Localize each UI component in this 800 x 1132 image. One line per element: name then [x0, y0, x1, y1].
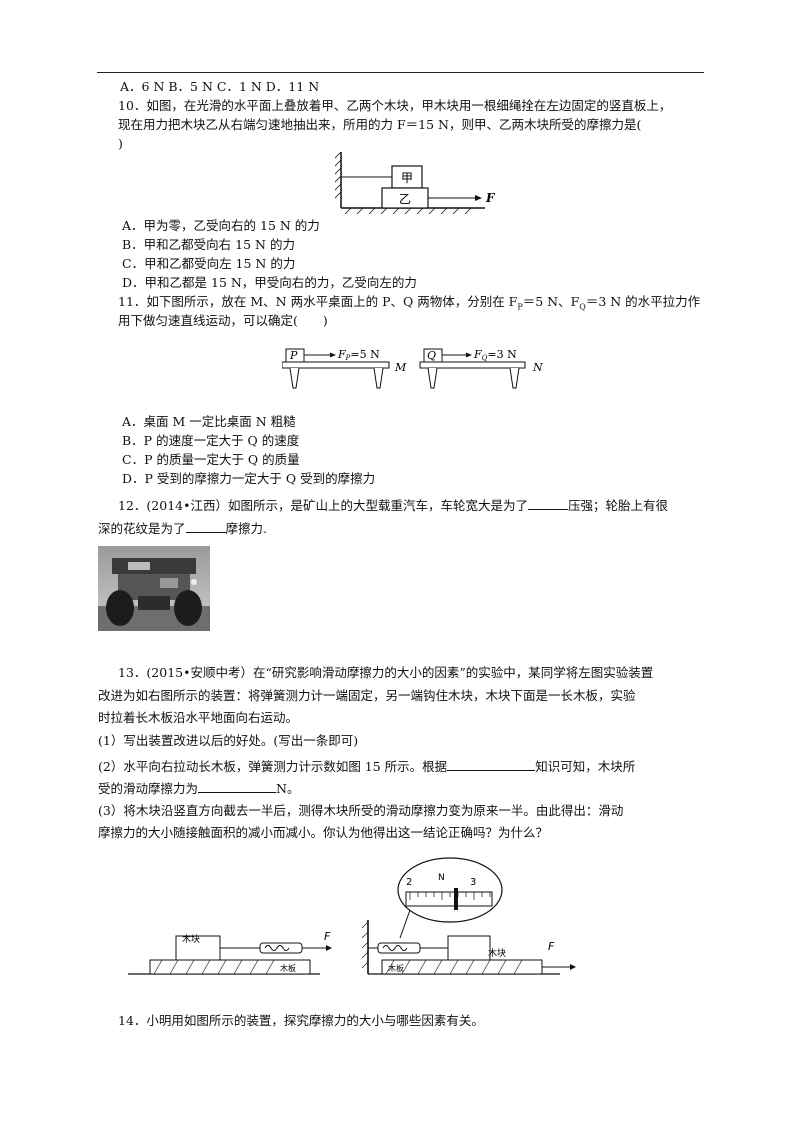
force-arrow-icon: [475, 195, 482, 201]
right-board-label: 木板: [388, 963, 404, 973]
left-board: [149, 959, 311, 975]
q13-blank-2[interactable]: [198, 780, 277, 793]
q11-option-a: A．桌面 M 一定比桌面 N 粗糙: [122, 414, 296, 429]
block-yi-label: 乙: [399, 192, 411, 206]
q12-line2: 深的花纹是为了摩擦力.: [98, 520, 267, 536]
q10-figure: 甲 乙 F: [335, 151, 496, 214]
q10-line3: ): [118, 136, 123, 151]
q10-line1: 10．如图，在光滑的水平面上叠放着甲、乙两个木块，甲木块用一根细绳拴在左边固定的…: [118, 98, 672, 113]
gauge-pointer: [454, 888, 458, 910]
q12-blank-1[interactable]: [527, 497, 568, 510]
left-block-label: 木块: [182, 933, 200, 945]
q14-line1: 14．小明用如图所示的装置，探究摩擦力的大小与哪些因素有关。: [118, 1013, 484, 1028]
q10-option-b: B．甲和乙都受向右 15 N 的力: [122, 237, 295, 252]
q10-option-c: C．甲和乙都受向左 15 N 的力: [122, 256, 296, 271]
object-q-label: Q: [427, 349, 436, 362]
q9-options: A．6 N B．5 N C．1 N D．11 N: [120, 79, 320, 94]
arrow-q-icon: [466, 352, 472, 358]
gauge-unit: N: [438, 873, 445, 883]
right-spring-scale: [377, 942, 421, 954]
left-board-label: 木板: [280, 963, 296, 973]
table-m-label: M: [394, 361, 407, 374]
left-block: [175, 935, 221, 961]
q13-sub2-line1: (2）水平向右拉动长木板，弹簧测力计示数如图 15 所示。根据知识可知，木块所: [98, 758, 636, 774]
q13-sub3-line2: 摩擦力的大小随接触面积的减小而减小。你认为他得出这一结论正确吗？为什么？: [98, 825, 549, 840]
left-force-label: F: [324, 930, 331, 943]
gauge-callout: [397, 857, 503, 923]
fp-label: FP=5 N: [337, 348, 380, 362]
gauge-scale: [405, 891, 493, 907]
q13-line2: 改进为如右图所示的装置：将弹簧测力计一端固定，另一端钩住木块，木块下面是一长木板…: [98, 688, 636, 703]
left-spring-scale: [259, 942, 303, 954]
table-n-label: N: [532, 361, 543, 374]
q10-option-a: A．甲为零，乙受向右的 15 N 的力: [122, 218, 320, 233]
q13-figure: 木块 木板 F 木板 木块 F: [128, 857, 576, 975]
header-rule: [97, 72, 704, 73]
q10-option-d: D．甲和乙都是 15 N，甲受向右的力，乙受向左的力: [122, 275, 417, 290]
q12-line1: 12．(2014•江西）如图所示，是矿山上的大型载重汽车，车轮宽大是为了压强；轮…: [118, 497, 668, 513]
block-jia-label: 甲: [401, 171, 413, 185]
q11-option-c: C．P 的质量一定大于 Q 的质量: [122, 452, 300, 467]
right-force-arrow-icon: [570, 964, 576, 970]
object-p-label: P: [289, 349, 298, 362]
gauge-tick-3: 3: [470, 877, 476, 888]
truck-photo: [98, 546, 210, 631]
q10-line2: 现在用力把木块乙从右端匀速地抽出来，所用的力 F＝15 N，则甲、乙两木块所受的…: [118, 117, 642, 132]
force-label: F: [485, 191, 496, 205]
q13-sub1: (1）写出装置改进以后的好处。(写出一条即可): [98, 733, 359, 748]
q13-sub3-line1: (3）将木块沿竖直方向截去一半后，测得木块所受的滑动摩擦力变为原来一半。由此得出…: [98, 803, 624, 818]
arrow-p-icon: [330, 352, 336, 358]
left-force-arrow-icon: [326, 945, 332, 951]
q11-figure: P FP=5 N M Q FQ=3 N N: [282, 348, 543, 389]
q12-blank-2[interactable]: [185, 520, 226, 533]
right-force-label: F: [548, 940, 555, 953]
q11-option-d: D．P 受到的摩擦力一定大于 Q 受到的摩擦力: [122, 471, 376, 486]
q11-option-b: B．P 的速度一定大于 Q 的速度: [122, 433, 300, 448]
q13-line1: 13．(2015•安顺中考）在“研究影响滑动摩擦力的大小的因素”的实验中，某同学…: [118, 665, 654, 680]
q11-line2: 用下做匀速直线运动，可以确定( ): [118, 313, 328, 328]
right-block: [447, 935, 491, 961]
q11-line1: 11．如下图所示，放在 M、N 两水平桌面上的 P、Q 两物体，分别在 FP＝5…: [118, 294, 701, 312]
right-block-label: 木块: [488, 947, 506, 959]
gauge-tick-2: 2: [406, 877, 412, 888]
q13-line3: 时拉着长木板沿水平地面向右运动。: [98, 710, 299, 725]
fq-label: FQ=3 N: [473, 348, 517, 362]
q13-blank-1[interactable]: [447, 758, 536, 771]
